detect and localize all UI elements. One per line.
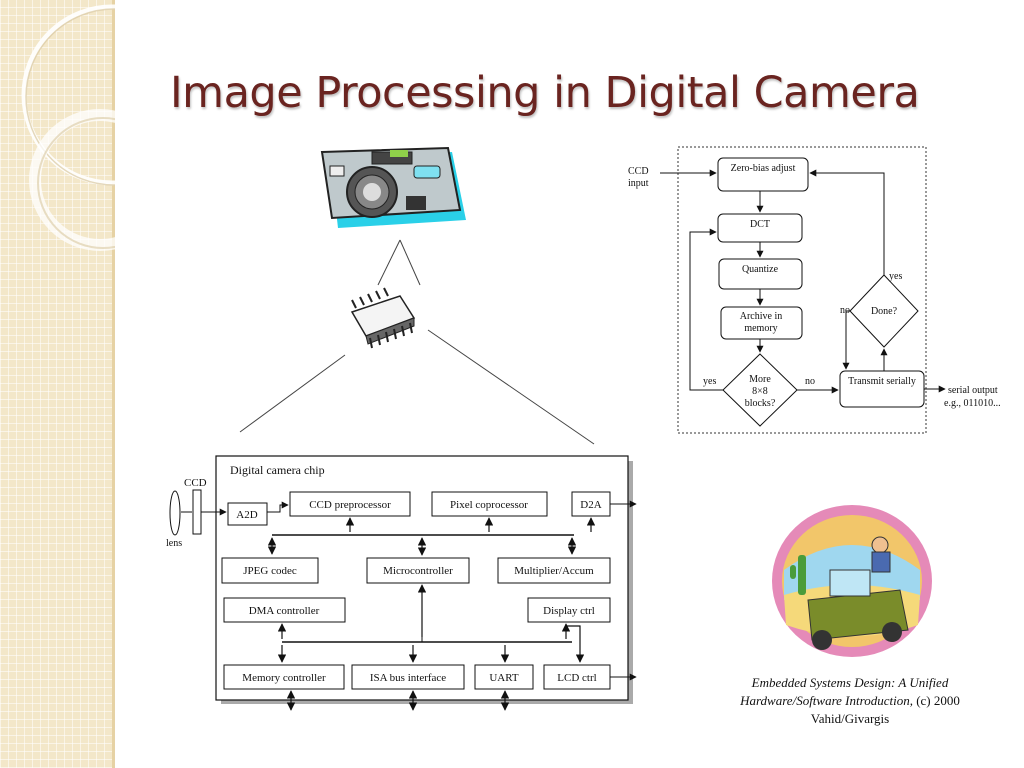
serial-output-example: e.g., 011010... [944, 398, 1001, 409]
caption-line-2-italic: Hardware/Software Introduction, [740, 693, 913, 708]
svg-text:Memory controller: Memory controller [242, 672, 326, 684]
microcontroller-box: Microcontroller [366, 557, 470, 584]
lcd-ctrl-box: LCD ctrl [543, 664, 611, 690]
svg-text:Transmit serially: Transmit serially [848, 376, 916, 387]
svg-text:Microcontroller: Microcontroller [383, 565, 453, 577]
yes-label-more: yes [703, 376, 716, 387]
svg-text:Display ctrl: Display ctrl [543, 605, 595, 617]
zero-bias-box: Zero-bias adjust [717, 157, 809, 192]
svg-text:Zero-bias adjust: Zero-bias adjust [731, 163, 796, 174]
svg-text:memory: memory [744, 323, 777, 334]
caption-line-2-rest: (c) 2000 Vahid/Givargis [810, 693, 960, 726]
svg-text:More: More [749, 374, 771, 385]
svg-text:UART: UART [489, 672, 519, 684]
svg-text:D2A: D2A [580, 499, 601, 511]
book-cover-illustration [772, 505, 932, 657]
quantize-box: Quantize [718, 258, 803, 290]
ccd-label: CCD [184, 477, 207, 489]
archive-box: Archive in memory [720, 306, 803, 340]
jpeg-codec-box: JPEG codec [221, 557, 319, 584]
caption-line-1: Embedded Systems Design: A Unified [751, 675, 949, 690]
svg-text:LCD ctrl: LCD ctrl [557, 672, 596, 684]
flowchart-border [677, 146, 927, 434]
ccd-preprocessor-box: CCD preprocessor [289, 491, 411, 517]
svg-text:CCD preprocessor: CCD preprocessor [309, 499, 391, 511]
a2d-box: A2D [227, 502, 268, 526]
done-diamond: Done? [849, 274, 919, 348]
svg-text:Archive in: Archive in [740, 311, 783, 322]
svg-text:A2D: A2D [236, 509, 257, 521]
transmit-box: Transmit serially [839, 370, 925, 408]
d2a-box: D2A [571, 491, 611, 517]
ccd-input-label: CCD [628, 166, 649, 177]
svg-text:DMA controller: DMA controller [249, 605, 320, 617]
pixel-coprocessor-box: Pixel coprocessor [431, 491, 548, 517]
svg-text:8×8: 8×8 [752, 386, 768, 397]
memory-controller-box: Memory controller [223, 664, 345, 690]
yes-label-done: yes [889, 271, 902, 282]
more-blocks-diamond: More 8×8 blocks? [722, 353, 798, 427]
chip-icon [350, 287, 416, 349]
isa-bus-interface-box: ISA bus interface [351, 664, 465, 690]
decorative-sidebar [0, 0, 115, 768]
svg-text:Multiplier/Accum: Multiplier/Accum [514, 565, 594, 577]
ccd-input-label-2: input [628, 178, 649, 189]
sidebar-rings-icon [21, 4, 115, 251]
digital-camera-chip-diagram: Digital camera chip CCD lens A2D CCD pre… [166, 455, 637, 711]
lens-icon [169, 490, 181, 536]
chip-title: Digital camera chip [230, 463, 325, 477]
dct-box: DCT [717, 213, 803, 243]
book-caption: Embedded Systems Design: A Unified Hardw… [700, 674, 1000, 728]
lens-label: lens [166, 538, 182, 549]
svg-text:Pixel coprocessor: Pixel coprocessor [450, 499, 528, 511]
svg-text:DCT: DCT [750, 219, 770, 230]
slide-title: Image Processing in Digital Camera [170, 68, 920, 118]
svg-text:JPEG codec: JPEG codec [243, 565, 297, 577]
no-label-done: no [840, 305, 850, 316]
jpeg-flowchart: CCD input Zero-bias adjust DCT Quantize … [628, 146, 1001, 434]
svg-text:ISA bus interface: ISA bus interface [370, 672, 446, 684]
serial-output-label: serial output [948, 385, 998, 396]
no-label-more: no [805, 376, 815, 387]
uart-box: UART [474, 664, 534, 690]
multiplier-accum-box: Multiplier/Accum [497, 557, 611, 584]
camera-icon [320, 146, 466, 228]
svg-text:Done?: Done? [871, 306, 898, 317]
ccd-sensor [192, 489, 202, 535]
dma-controller-box: DMA controller [223, 597, 346, 623]
display-ctrl-box: Display ctrl [527, 597, 611, 623]
svg-text:Quantize: Quantize [742, 264, 779, 275]
svg-text:blocks?: blocks? [745, 398, 776, 409]
